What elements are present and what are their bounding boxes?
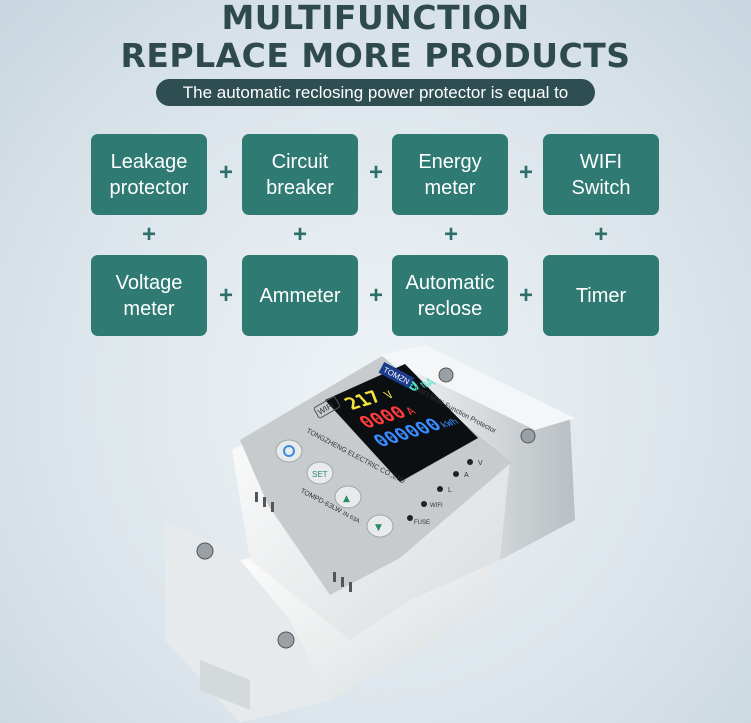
plus-sign: +	[593, 221, 608, 248]
feature-voltage-meter: Voltage meter	[91, 255, 207, 336]
device-top-step	[380, 345, 575, 430]
up-button-label: ▲	[343, 494, 350, 504]
lcd-screen	[325, 364, 478, 482]
plus-sign: +	[218, 159, 233, 186]
feature-energy-meter: Energy meter	[392, 134, 508, 215]
headline-line1: MULTIFUNCTION	[221, 0, 530, 37]
plus-sign: +	[443, 221, 458, 248]
screw	[196, 367, 536, 649]
plus-sign: +	[518, 282, 533, 309]
indicator-wifi: WIFI	[430, 503, 443, 509]
vent-slots	[255, 492, 352, 592]
feature-leakage-protector: Leakage protector	[91, 134, 207, 215]
energy-unit: kWh	[438, 417, 461, 430]
indicator-leds: V A L WIFI FUSE	[407, 459, 483, 526]
power-button[interactable]	[275, 439, 303, 463]
indicator-fuse: FUSE	[414, 520, 430, 526]
plus-sign: +	[218, 282, 233, 309]
plus-sign: +	[292, 221, 307, 248]
plus-sign: +	[368, 282, 383, 309]
subtitle-pill: The automatic reclosing power protector …	[156, 79, 595, 106]
up-button[interactable]: ▲	[334, 485, 362, 509]
feature-ammeter: Ammeter	[242, 255, 358, 336]
indicator-a: A	[464, 472, 469, 479]
din-clip	[200, 660, 250, 710]
feature-wifi-switch: WIFI Switch	[543, 134, 659, 215]
plus-sign: +	[368, 159, 383, 186]
wifi-badge-frame	[313, 396, 341, 419]
down-button[interactable]: ▼	[366, 514, 394, 538]
indicator-l: L	[448, 487, 452, 494]
brand-badge	[378, 362, 415, 389]
feature-automatic-reclose: Automatic reclose	[392, 255, 508, 336]
feature-timer: Timer	[543, 255, 659, 336]
feature-circuit-breaker: Circuit breaker	[242, 134, 358, 215]
plus-sign: +	[141, 221, 156, 248]
indicator-v: V	[478, 460, 483, 467]
set-button-label: SET	[312, 470, 328, 479]
headline-line2: REPLACE MORE PRODUCTS	[120, 36, 631, 75]
down-button-label: ▼	[375, 523, 382, 533]
plus-sign: +	[518, 159, 533, 186]
set-button[interactable]: SET	[306, 461, 334, 485]
